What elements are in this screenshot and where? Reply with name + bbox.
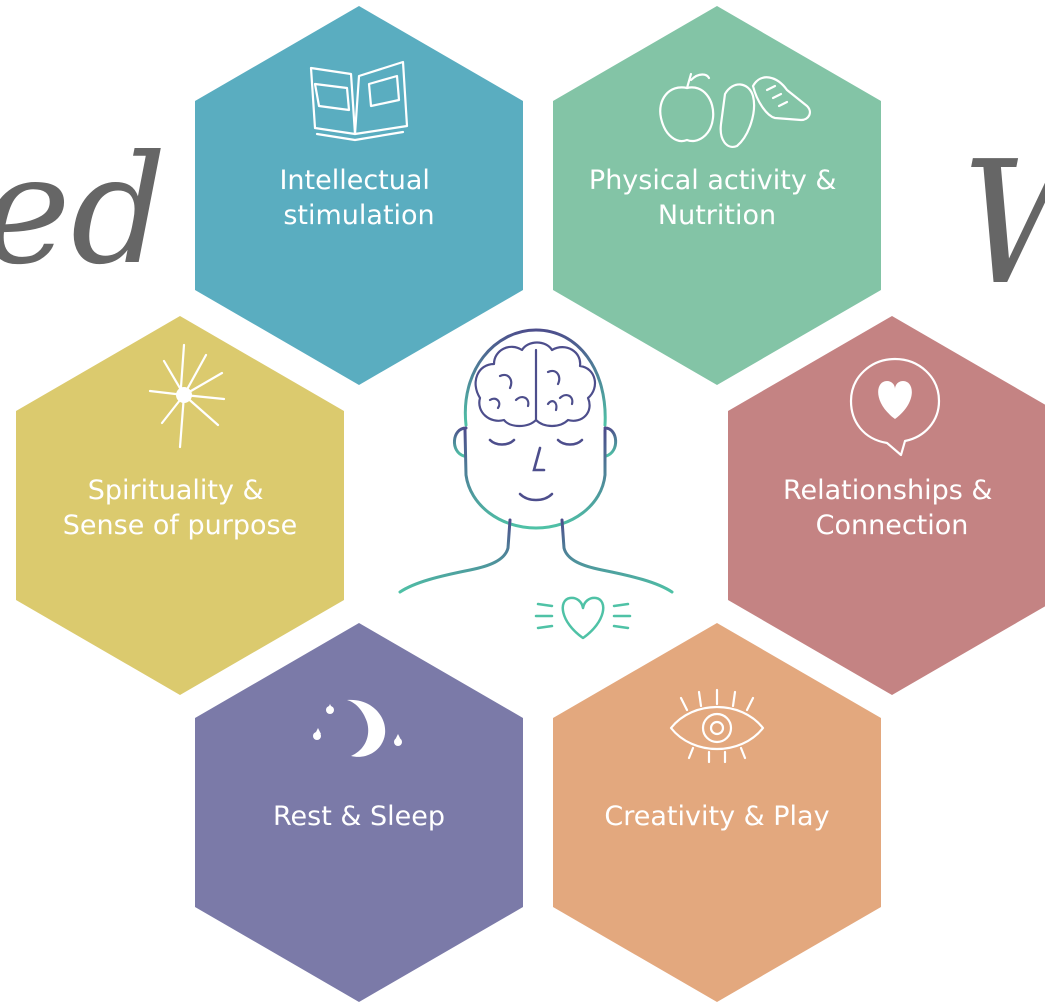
hexagon-relationships: Relationships & Connection	[728, 316, 1045, 695]
hexagon-creativity-line-1: Creativity & Play	[604, 801, 829, 832]
hexagon-intellectual-line-1: Intellectual	[279, 165, 429, 196]
hexagon-spirituality-label: Spirituality & Sense of purpose	[63, 475, 297, 541]
hexagon-rest-line-1: Rest & Sleep	[273, 801, 445, 832]
hexagon-relationships-line-1: Relationships &	[783, 475, 992, 506]
apple-and-shoes-icon	[659, 72, 811, 148]
moon-and-stars-icon	[313, 699, 402, 757]
hexagon-creativity: Creativity & Play	[553, 623, 881, 1002]
hexagon-rest: Rest & Sleep	[195, 623, 523, 1002]
eye-icon	[669, 688, 765, 764]
hexagon-relationships-shape	[728, 316, 1045, 695]
hexagon-creativity-label: Creativity & Play	[604, 801, 829, 832]
hexagon-spirituality: Spirituality & Sense of purpose	[16, 316, 344, 695]
head-outline-icon	[398, 328, 674, 594]
hexagon-spirituality-line-1: Spirituality &	[88, 475, 264, 506]
hexagon-physical-label: Physical activity & Nutrition	[589, 165, 845, 231]
right-script-text: W	[960, 125, 1045, 323]
hexagon-rest-shape	[195, 623, 523, 1002]
open-book-icon	[309, 60, 409, 142]
hexagon-physical-line-2: Nutrition	[658, 200, 776, 231]
hexagon-spirituality-shape	[16, 316, 344, 695]
sparkle-burst-icon	[148, 343, 226, 449]
hexagon-physical: Physical activity & Nutrition	[553, 6, 881, 385]
central-head-illustration	[398, 328, 674, 640]
hexagon-spirituality-line-2: Sense of purpose	[63, 510, 297, 541]
hexagon-creativity-shape	[553, 623, 881, 1002]
hexagon-relationships-label: Relationships & Connection	[783, 475, 1001, 541]
hexagon-intellectual: Intellectual stimulation	[195, 6, 523, 385]
hexagon-rest-label: Rest & Sleep	[273, 801, 445, 832]
brain-icon	[474, 341, 597, 428]
hexagon-intellectual-shape	[195, 6, 523, 385]
hexagon-intellectual-line-2: stimulation	[283, 200, 434, 231]
heart-speech-bubble-icon	[849, 357, 941, 457]
left-script-text: ed	[0, 124, 167, 298]
face-features-icon	[488, 438, 584, 502]
hexagon-physical-line-1: Physical activity &	[589, 165, 837, 196]
hexagon-intellectual-label: Intellectual stimulation	[279, 165, 438, 231]
heart-doodle-icon	[534, 596, 632, 640]
hexagon-relationships-line-2: Connection	[816, 510, 969, 541]
